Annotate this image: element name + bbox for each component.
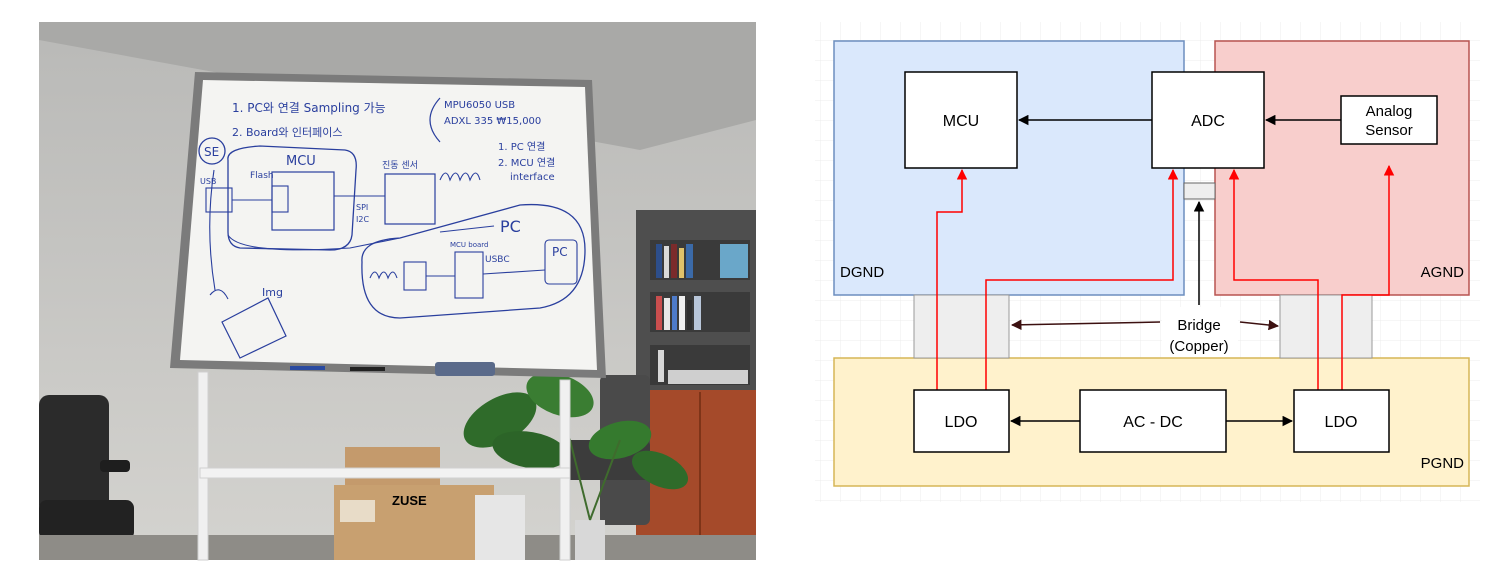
whiteboard: 1. PC와 연결 Sampling 가능 2. Board와 인터페이스 MP… (170, 72, 606, 378)
ldo-left-block: LDO (913, 389, 1010, 453)
wb-list1: 1. PC 연결 (498, 141, 545, 153)
wb-usb: USB (200, 177, 216, 186)
pgnd-label: PGND (1421, 455, 1465, 472)
dgnd-label: DGND (840, 264, 884, 281)
grounding-diagram: DGND AGND PGND MCU ADC Analog Sensor LDO (815, 22, 1480, 502)
whiteboard-photo: ZUSE 1. PC와 연결 Samplin (39, 22, 756, 561)
wb-i2c: I2C (356, 215, 369, 224)
wb-list2: 2. MCU 연결 (498, 157, 555, 169)
adc-label: ADC (1191, 113, 1225, 130)
whiteboard-surface (180, 80, 597, 370)
acdc-block: AC - DC (1079, 389, 1227, 453)
wb-mcu-board: MCU board (450, 241, 489, 249)
bridge-arrows (1010, 319, 1280, 331)
ldo-right-label: LDO (1325, 414, 1358, 431)
wb-line2: 2. Board와 인터페이스 (232, 126, 343, 139)
wb-line1: 1. PC와 연결 Sampling 가능 (232, 101, 386, 115)
bookshelf (636, 210, 756, 560)
eraser (435, 362, 495, 376)
wb-mcu: MCU (286, 154, 316, 169)
wb-img: Img (262, 286, 283, 299)
bridge-copper-top (1183, 182, 1216, 200)
plant (463, 372, 689, 560)
arrow-bridge-right (1239, 319, 1280, 331)
wb-spi: SPI (356, 203, 368, 212)
ldo-right-block: LDO (1293, 389, 1390, 453)
wb-note-sensors: MPU6050 USB (444, 100, 515, 111)
ldo-left-label: LDO (945, 414, 978, 431)
chair-left (39, 395, 134, 540)
agnd-label: AGND (1421, 264, 1465, 281)
bridge-copper-right (1279, 294, 1373, 359)
mcu-label: MCU (943, 113, 979, 130)
wb-note-sensors2: ADXL 335 ₩15,000 (444, 116, 541, 127)
bridge-copper-left (913, 294, 1010, 359)
cardboard-boxes: ZUSE (334, 447, 525, 560)
bridge-label-line2: (Copper) (1169, 338, 1228, 355)
arrow-bridge-left (1010, 319, 1161, 331)
box-label: ZUSE (392, 493, 427, 508)
acdc-label: AC - DC (1123, 414, 1183, 431)
wb-sensor-board: 진동 센서 (382, 160, 418, 171)
wb-flash: Flash (250, 171, 274, 181)
sensor-label-line2: Sensor (1365, 122, 1413, 139)
wb-list3: interface (510, 172, 555, 183)
wb-usbc: USBC (485, 255, 510, 265)
wb-pc-big: PC (500, 217, 521, 236)
wb-pc-small: PC (552, 245, 568, 259)
analog-sensor-block: Analog Sensor (1340, 95, 1438, 145)
bridge-label-line1: Bridge (1177, 317, 1220, 334)
whiteboard-stand (197, 371, 571, 561)
adc-block: ADC (1151, 71, 1265, 169)
power-lines (936, 164, 1395, 390)
wb-se: SE (204, 145, 219, 159)
mcu-block: MCU (904, 71, 1018, 169)
bridge-label-bg (1162, 307, 1238, 357)
sensor-label-line1: Analog (1366, 103, 1413, 120)
signal-arrows (1009, 114, 1341, 427)
